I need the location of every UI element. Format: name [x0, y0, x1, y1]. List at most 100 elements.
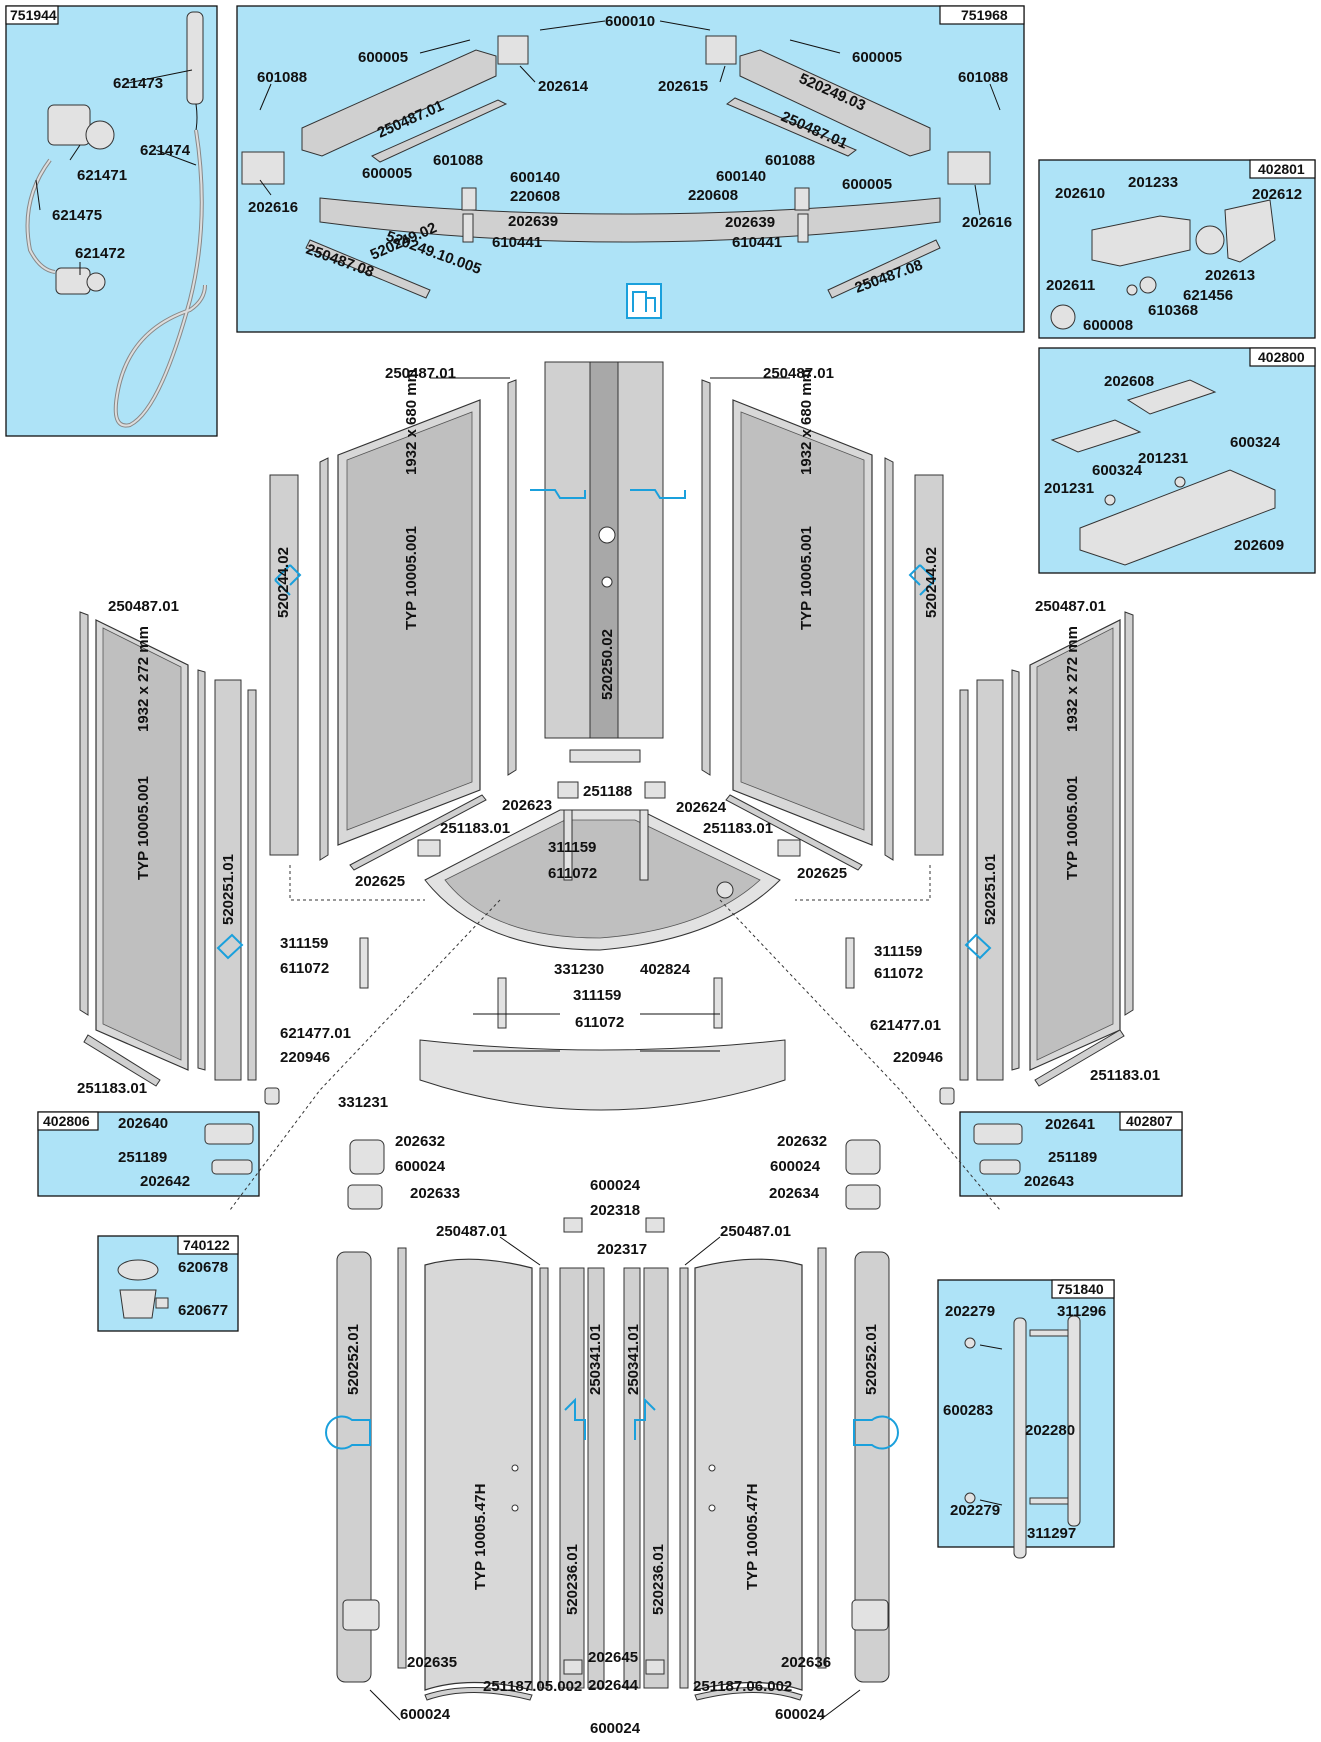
panel-small-left-dim: 1932 x 272 mm	[135, 626, 152, 732]
label-611072-d: 611072	[575, 1014, 624, 1031]
label-520251-01-left: 520251.01	[220, 854, 237, 925]
door-right-type: TYP 10005.47H	[744, 1484, 761, 1590]
label-520244-02-left: 520244.02	[275, 547, 292, 618]
shelf-tray	[1079, 469, 1276, 566]
kit-751944-tag: 751944	[10, 7, 57, 23]
label-202609: 202609	[1234, 537, 1284, 554]
label-202611: 202611	[1046, 277, 1095, 294]
part-labels: 621473 621474 621471 621475 621472 60001…	[52, 13, 1302, 1737]
profile-520236-01-left	[559, 1267, 585, 1689]
label-202634: 202634	[769, 1185, 820, 1202]
label-520252-01-right: 520252.01	[863, 1324, 880, 1395]
label-611072-c: 611072	[874, 965, 923, 982]
hand-shower-kit-drawing	[25, 11, 207, 428]
label-331230: 331230	[554, 961, 604, 978]
label-250487-01-a: 250487.01	[385, 365, 456, 382]
door-left-type: TYP 10005.47H	[472, 1484, 489, 1590]
door-profile-icon-right	[853, 1415, 899, 1450]
label-201231-b: 201231	[1044, 480, 1094, 497]
label-202280: 202280	[1025, 1422, 1075, 1439]
label-202614: 202614	[538, 78, 589, 95]
kit-740122-tag: 740122	[183, 1237, 230, 1253]
bracket-202615	[705, 35, 737, 65]
label-621473: 621473	[113, 75, 163, 92]
kit-402806-tag: 402806	[43, 1113, 90, 1129]
mixer-knob	[85, 120, 115, 150]
label-311297: 311297	[1027, 1525, 1076, 1542]
label-202645: 202645	[588, 1649, 638, 1666]
profile-520251-01-left	[214, 679, 242, 1081]
profile-520252-01-left	[336, 1251, 372, 1683]
label-601088-c: 601088	[433, 152, 483, 169]
label-251189-a: 251189	[118, 1149, 167, 1166]
label-621472: 621472	[75, 245, 125, 262]
label-610441-a: 610441	[492, 234, 542, 251]
panel-left-dim: 1932 x 680 mm	[403, 369, 420, 475]
label-611072-a: 611072	[548, 865, 597, 882]
label-621474: 621474	[140, 142, 191, 159]
label-600024-a: 600024	[395, 1158, 446, 1175]
label-311159-d: 311159	[573, 987, 621, 1004]
hand-shower-head	[186, 11, 204, 105]
label-311296: 311296	[1057, 1303, 1106, 1320]
label-202632-a: 202632	[395, 1133, 445, 1150]
label-611072-b: 611072	[280, 960, 329, 977]
label-202632-b: 202632	[777, 1133, 827, 1150]
profile-520249-02	[301, 49, 497, 157]
label-202279-b: 202279	[950, 1502, 1000, 1519]
door-profile-icon-left	[325, 1415, 371, 1450]
mixer-body	[47, 104, 91, 146]
label-202616-a: 202616	[248, 199, 298, 216]
label-251183-01-c: 251183.01	[77, 1080, 147, 1097]
label-250487-01-f: 250487.01	[720, 1223, 791, 1240]
label-520251-01-right: 520251.01	[982, 854, 999, 925]
label-600324-b: 600324	[1092, 462, 1143, 479]
panel-small-left-type: TYP 10005.001	[135, 776, 152, 880]
label-202640: 202640	[118, 1115, 168, 1132]
label-202612: 202612	[1252, 186, 1302, 203]
label-250341-01-right: 250341.01	[625, 1324, 642, 1395]
tray-apron	[419, 1039, 786, 1111]
label-201233: 201233	[1128, 174, 1178, 191]
label-600024-f: 600024	[590, 1720, 641, 1737]
label-202639-a: 202639	[508, 213, 558, 230]
label-251189-b: 251189	[1048, 1149, 1097, 1166]
label-202624: 202624	[676, 799, 727, 816]
label-600005-c: 600005	[362, 165, 412, 182]
label-621471: 621471	[77, 167, 127, 184]
panel-left-type: TYP 10005.001	[403, 526, 420, 630]
label-202613: 202613	[1205, 267, 1255, 284]
profile-520252-01-right	[854, 1251, 890, 1683]
label-600010: 600010	[605, 13, 655, 30]
label-621456: 621456	[1183, 287, 1233, 304]
label-250487-01-e: 250487.01	[436, 1223, 507, 1240]
label-202644: 202644	[588, 1677, 639, 1694]
handle-drawing	[964, 1315, 1081, 1559]
label-202623: 202623	[502, 797, 552, 814]
label-311159-b: 311159	[280, 935, 328, 952]
label-251187-06-002: 251187.06.002	[693, 1678, 792, 1695]
drain-drawing	[117, 1259, 169, 1319]
profile-520249-10-005	[319, 197, 941, 243]
label-610441-b: 610441	[732, 234, 782, 251]
profile-520244-02-left	[269, 474, 299, 856]
profile-icon-small-left	[216, 933, 244, 960]
label-251183-01-d: 251183.01	[1090, 1067, 1160, 1084]
shower-tray-drawing	[419, 809, 786, 1111]
label-202643: 202643	[1024, 1173, 1074, 1190]
label-600005-d: 600005	[842, 176, 892, 193]
label-201231-a: 201231	[1138, 450, 1188, 467]
label-250487-01-c: 250487.01	[108, 598, 179, 615]
label-202610: 202610	[1055, 185, 1105, 202]
label-621475: 621475	[52, 207, 102, 224]
bracket-202616-left	[241, 151, 285, 185]
label-250341-01-left: 250341.01	[587, 1324, 604, 1395]
label-610368: 610368	[1148, 302, 1198, 319]
panels-drawing	[79, 361, 1134, 1701]
label-202641: 202641	[1045, 1116, 1095, 1133]
top-frame-kit-drawing	[241, 35, 991, 319]
label-621477-01-a: 621477.01	[280, 1025, 351, 1042]
label-202639-b: 202639	[725, 214, 775, 231]
label-600283: 600283	[943, 1402, 993, 1419]
